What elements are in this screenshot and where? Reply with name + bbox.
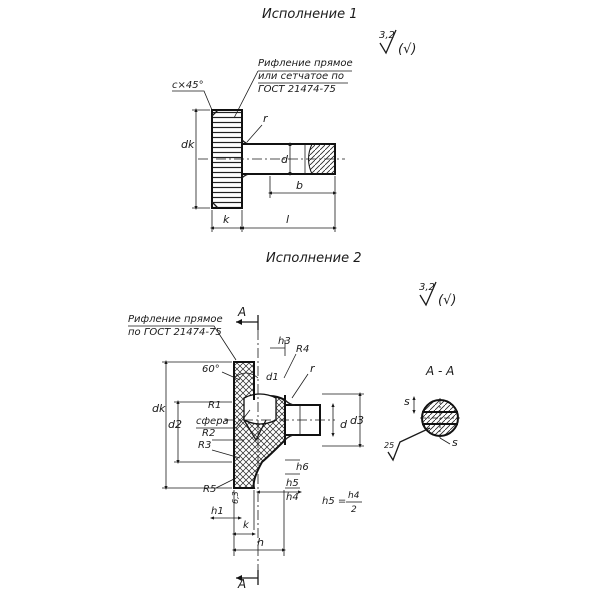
variant2-d3-label: d3 [350, 414, 364, 427]
R2-label: R2 [202, 428, 215, 439]
section-mark-top-label: A [237, 305, 246, 319]
formula-numerator: h4 [348, 491, 360, 501]
variant1-note-line2: или сетчатое по [258, 71, 344, 82]
variant2-title: Исполнение 2 [266, 251, 361, 266]
variant1-k-label: k [223, 213, 230, 226]
R5-label: R5 [203, 484, 216, 495]
section-mark-top: A [236, 305, 259, 330]
h3-label: h3 [278, 336, 291, 347]
variant1-note-line3: ГОСТ 21474-75 [258, 84, 336, 95]
variant2-dk-label: dk [152, 402, 166, 415]
variant1-roughness-symbol: 3,2 (√) [379, 29, 416, 57]
section-aa-group: A - A s 25 s [384, 364, 460, 462]
variant1-d-label: d [281, 153, 289, 166]
formula-lhs: h5 = [322, 496, 346, 507]
variant2-body [233, 361, 286, 489]
variant2-h-label: h [257, 536, 264, 549]
variant2-note-line2: по ГОСТ 21474-75 [128, 327, 222, 338]
variant2-k-label: k [243, 520, 250, 531]
R3-label: R3 [198, 440, 211, 451]
variant1-roughness-suffix: (√) [398, 42, 416, 57]
formula-denominator: 2 [351, 505, 357, 515]
section-s-top: s [404, 395, 410, 408]
variant1-chamfer-label: c×45° [172, 80, 204, 91]
R4-label: R4 [296, 344, 309, 355]
variant2-roughness-suffix: (√) [438, 293, 456, 308]
variant1-roughness-value: 3,2 [379, 30, 395, 41]
variant1-r-label: r [263, 112, 269, 125]
variant1-title: Исполнение 1 [262, 7, 357, 22]
section-s-bottom: s [452, 436, 458, 449]
variant2-roughness-symbol: 3,2 (√) [419, 281, 456, 308]
variant1-knurl-note: Рифление прямое или сетчатое по ГОСТ 214… [233, 58, 353, 119]
h5-formula: h5 = h4 2 [322, 491, 362, 515]
dim-63-label: 6,3 [231, 491, 240, 504]
variant1-b-label: b [296, 179, 303, 192]
r-label: r [310, 362, 316, 375]
h1-label: h1 [211, 506, 224, 517]
variant1-l-label: l [286, 213, 289, 226]
section-mark-bottom: A [236, 570, 259, 591]
h6-label: h6 [296, 462, 309, 473]
d1-label: d1 [266, 372, 279, 383]
R1-label: R1 [208, 400, 221, 411]
variant2-roughness-value: 3,2 [419, 282, 435, 293]
variant2-d2-label: d2 [168, 418, 182, 431]
variant1-dk-label: dk [181, 138, 195, 151]
h5-label: h5 [286, 478, 299, 489]
angle-60-label: 60° [202, 364, 220, 375]
h4-label: h4 [286, 492, 299, 503]
section-title: A - A [425, 364, 454, 378]
variant2-group: Исполнение 2 3,2 (√) A A Рифление прямое… [128, 251, 456, 591]
variant2-d-label: d [340, 418, 348, 431]
variant1-group: Исполнение 1 3,2 (√) Рифление прямое или… [172, 7, 416, 232]
section-roughness: 25 [384, 441, 394, 450]
section-mark-bottom-label: A [237, 577, 246, 591]
variant1-note-line1: Рифление прямое [258, 58, 353, 69]
sphere-label: сфера [196, 416, 229, 427]
variant2-note-line1: Рифление прямое [128, 314, 223, 325]
